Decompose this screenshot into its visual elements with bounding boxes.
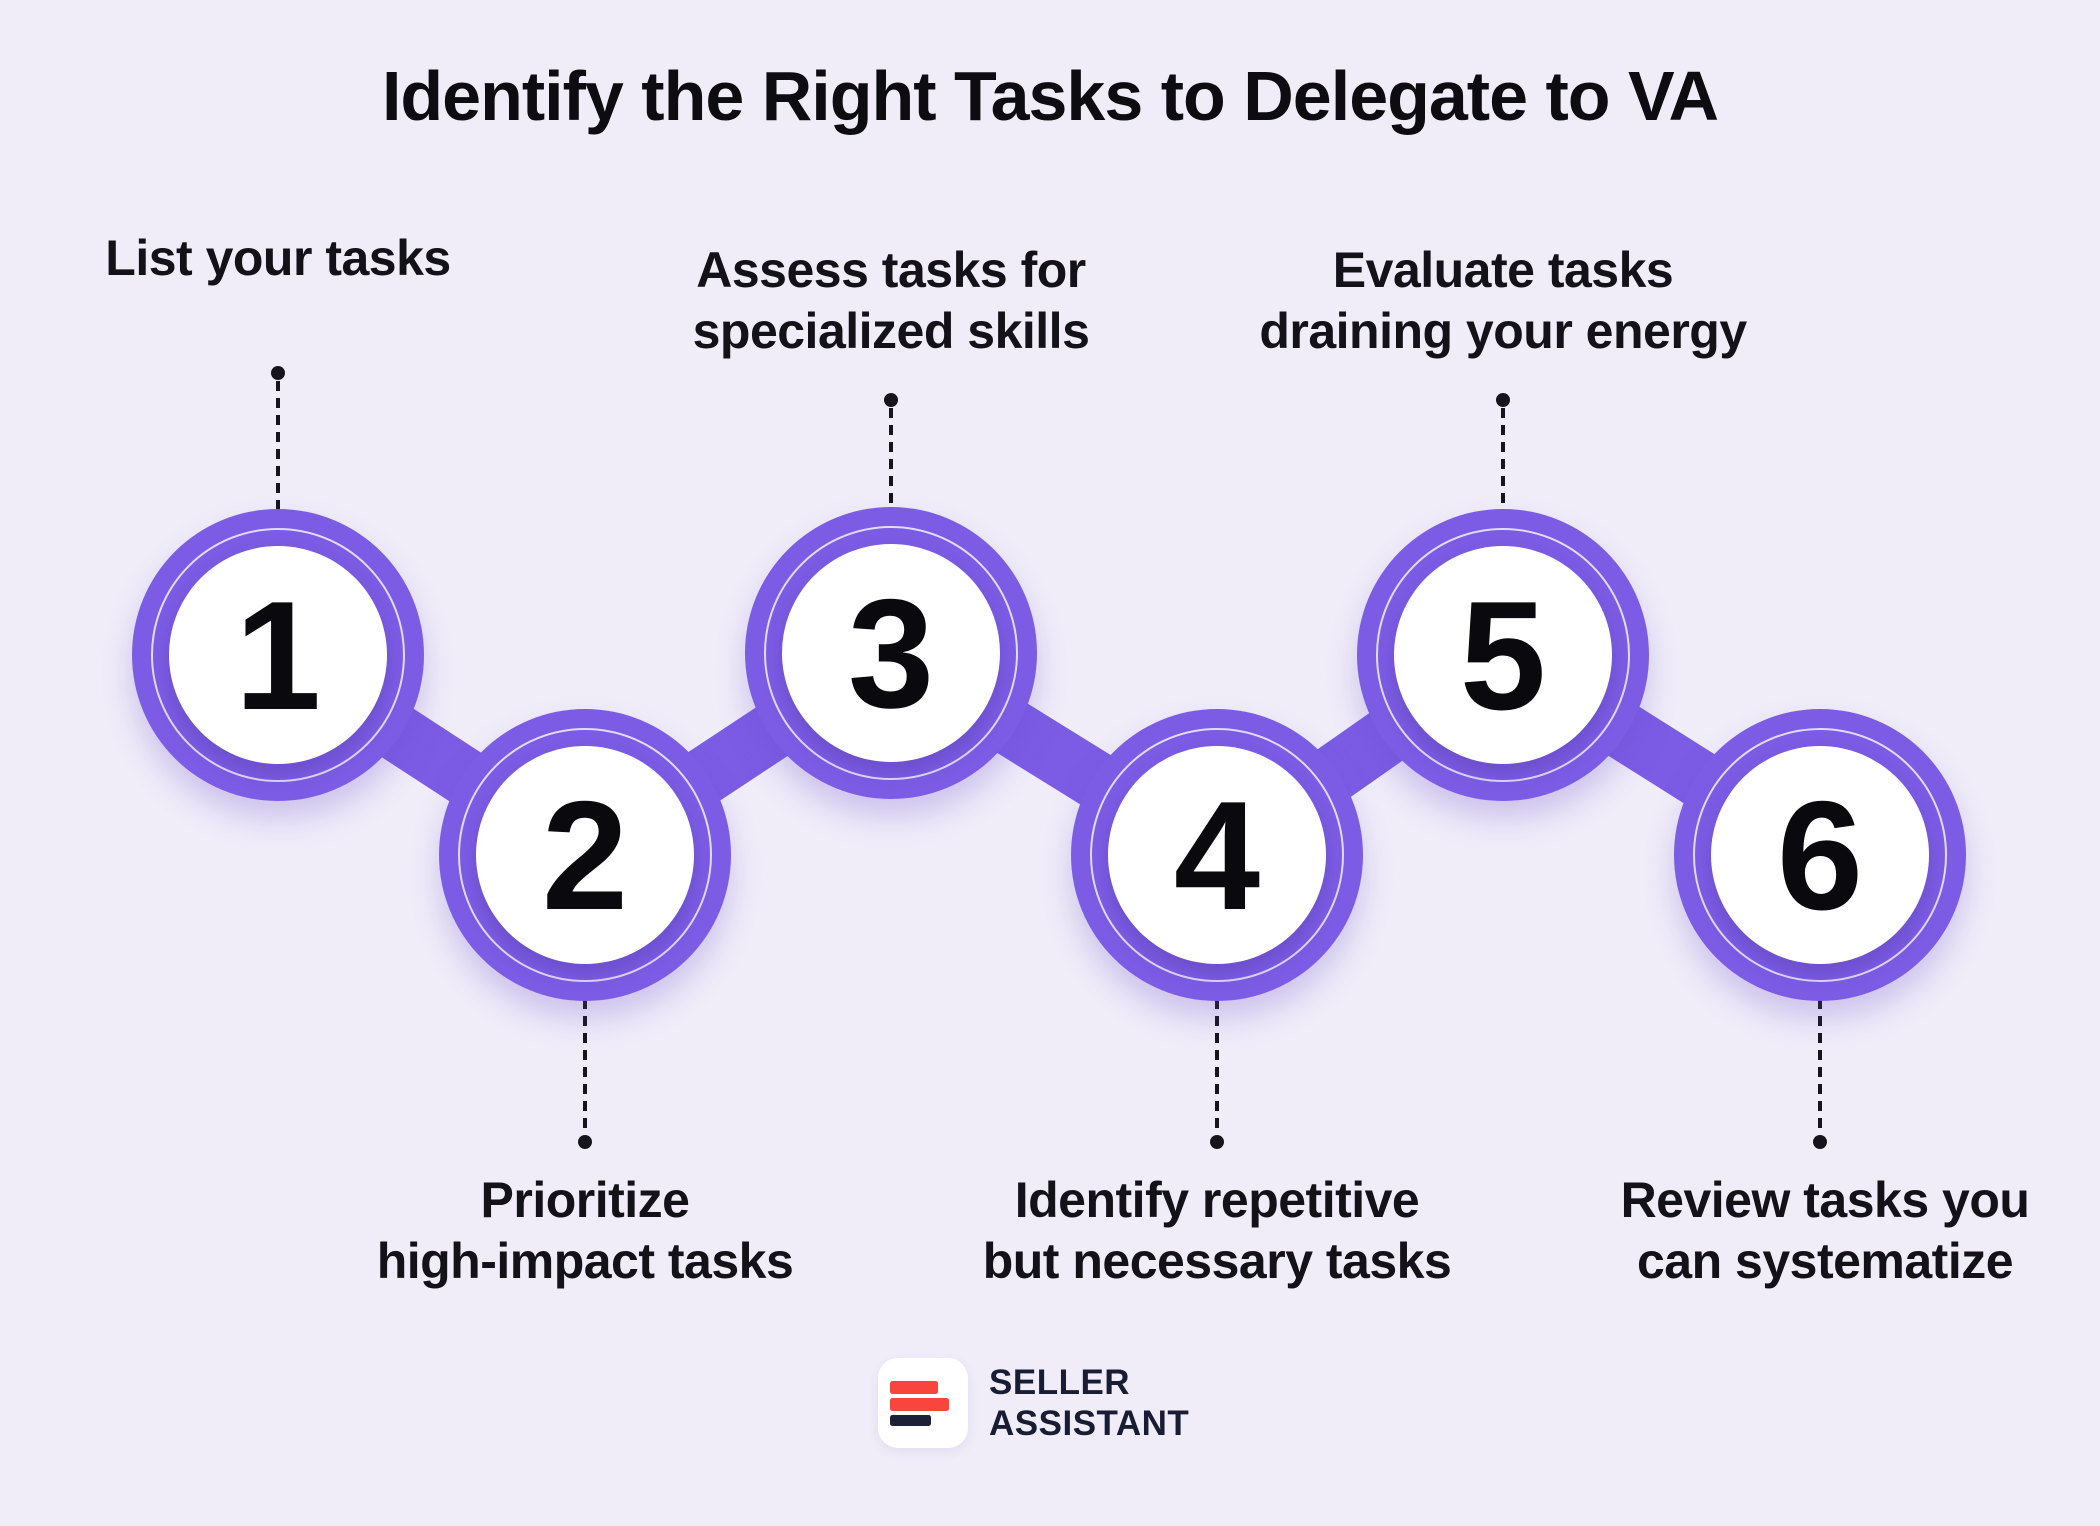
step-6-number: 6 <box>1776 768 1864 942</box>
step-5-circle: 5 <box>1357 509 1649 801</box>
step-2-circle: 2 <box>439 709 731 1001</box>
step-5-number: 5 <box>1459 568 1547 742</box>
logo-bar-navy-bottom <box>890 1415 931 1426</box>
step-1-label: List your tasks <box>105 230 451 286</box>
step-6-leader-line <box>1818 999 1822 1133</box>
step-1-circle-inner: 1 <box>169 546 387 764</box>
step-5-leader-dot <box>1496 393 1510 407</box>
step-2-label: Prioritize high-impact tasks <box>376 1172 794 1289</box>
step-6-circle-inner: 6 <box>1711 746 1929 964</box>
page-title: Identify the Right Tasks to Delegate to … <box>381 57 1719 135</box>
logo-line-1: SELLER <box>989 1363 1131 1402</box>
seller-assistant-logo: SELLER ASSISTANT <box>878 1358 1189 1448</box>
logo-bar-red-middle <box>890 1398 949 1411</box>
logo-line-2: ASSISTANT <box>989 1404 1190 1443</box>
step-4-leader-dot <box>1210 1135 1224 1149</box>
logo-bar-red-top <box>890 1381 938 1394</box>
step-1-circle: 1 <box>132 509 424 801</box>
step-5-label: Evaluate tasks draining your energy <box>1259 242 1747 359</box>
step-6-circle: 6 <box>1674 709 1966 1001</box>
step-4-circle-inner: 4 <box>1108 746 1326 964</box>
step-1-leader-line <box>276 381 280 511</box>
step-1-number: 1 <box>234 568 322 742</box>
step-5-leader-line <box>1501 408 1505 511</box>
step-6-leader-dot <box>1813 1135 1827 1149</box>
step-6-label: Review tasks you can systematize <box>1620 1172 2030 1289</box>
step-2-number: 2 <box>541 768 629 942</box>
step-2-leader-dot <box>578 1135 592 1149</box>
step-3-label: Assess tasks for specialized skills <box>692 242 1090 359</box>
seller-assistant-logo-icon <box>878 1358 968 1448</box>
step-3-circle: 3 <box>745 507 1037 799</box>
step-2-leader-line <box>583 999 587 1133</box>
step-4-number: 4 <box>1173 768 1261 942</box>
step-2-circle-inner: 2 <box>476 746 694 964</box>
step-4-label: Identify repetitive but necessary tasks <box>982 1172 1452 1289</box>
step-5-circle-inner: 5 <box>1394 546 1612 764</box>
step-1-leader-dot <box>271 366 285 380</box>
step-3-leader-dot <box>884 393 898 407</box>
step-4-circle: 4 <box>1071 709 1363 1001</box>
step-3-leader-line <box>889 408 893 509</box>
step-3-circle-inner: 3 <box>782 544 1000 762</box>
step-4-leader-line <box>1215 999 1219 1133</box>
step-3-number: 3 <box>847 566 935 740</box>
seller-assistant-logo-text: SELLER ASSISTANT <box>989 1362 1189 1444</box>
